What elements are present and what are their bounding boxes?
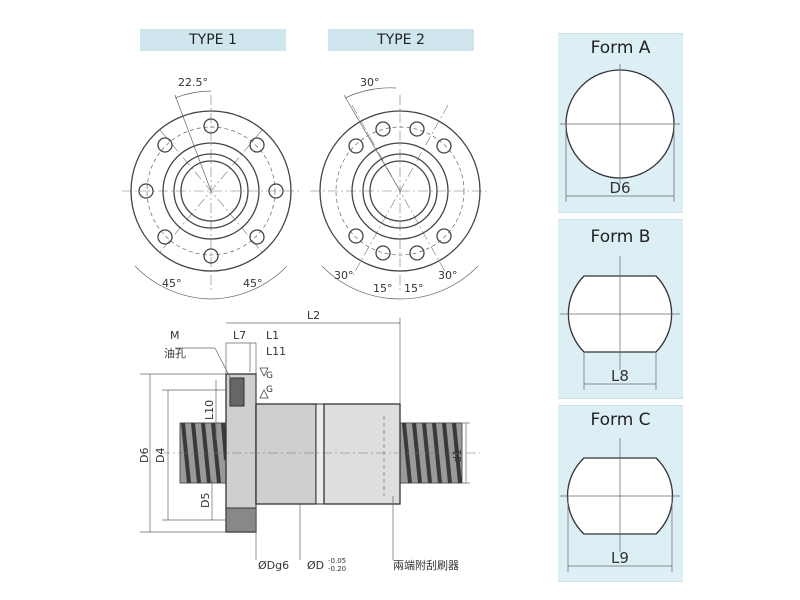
label-M: M: [170, 329, 180, 342]
form-c-panel: Form C L9: [558, 405, 683, 582]
type1-angle-right: 45°: [243, 277, 263, 290]
type2-flange-view: [310, 87, 490, 300]
form-a-profile: D6: [560, 64, 680, 202]
label-L10: L10: [203, 400, 216, 420]
label-d1: d1: [451, 449, 464, 463]
label-G-bottom: G: [266, 385, 273, 395]
form-b-title: Form B: [590, 227, 651, 247]
label-D6: D6: [138, 448, 151, 463]
type1-angle-top: 22.5°: [178, 76, 208, 89]
form-c-profile: L9: [560, 438, 680, 572]
label-D: ØD: [307, 559, 324, 572]
form-b-dimension: L8: [611, 367, 629, 385]
type2-angle-bottom-4: 30°: [438, 269, 458, 282]
label-tolerance-lower: -0.20: [328, 565, 346, 573]
label-L11: L11: [266, 345, 286, 358]
form-a-panel: Form A D6: [558, 33, 683, 213]
form-b-profile: L8: [560, 256, 680, 390]
label-oil-hole: 油孔: [164, 346, 186, 360]
label-Dg6: ØDg6: [258, 559, 289, 572]
section-dimension-lines: [140, 318, 470, 560]
type2-label: TYPE 2: [328, 29, 474, 51]
type1-label: TYPE 1: [140, 29, 286, 51]
type1-angle-left: 45°: [162, 277, 182, 290]
type1-flange-view: [122, 90, 300, 300]
type2-angle-bottom-3: 15°: [404, 282, 424, 295]
label-wiper-note: 兩端附刮刷器: [393, 558, 459, 572]
label-D5: D5: [199, 493, 212, 508]
label-L1: L1: [266, 329, 279, 342]
label-G-top: G: [266, 371, 273, 381]
form-c-title: Form C: [590, 410, 651, 430]
label-L2: L2: [307, 309, 320, 322]
type2-angle-top: 30°: [360, 76, 380, 89]
label-tolerance-upper: -0.05: [328, 557, 346, 565]
type2-angle-bottom-2: 15°: [373, 282, 393, 295]
form-a-title: Form A: [590, 38, 651, 58]
form-b-panel: Form B L8: [558, 219, 683, 399]
label-D4: D4: [154, 448, 167, 463]
type2-angle-bottom-1: 30°: [334, 269, 354, 282]
form-c-dimension: L9: [611, 549, 629, 567]
label-L7: L7: [233, 329, 246, 342]
form-a-dimension: D6: [609, 179, 630, 197]
nut-section-view: [160, 373, 480, 533]
